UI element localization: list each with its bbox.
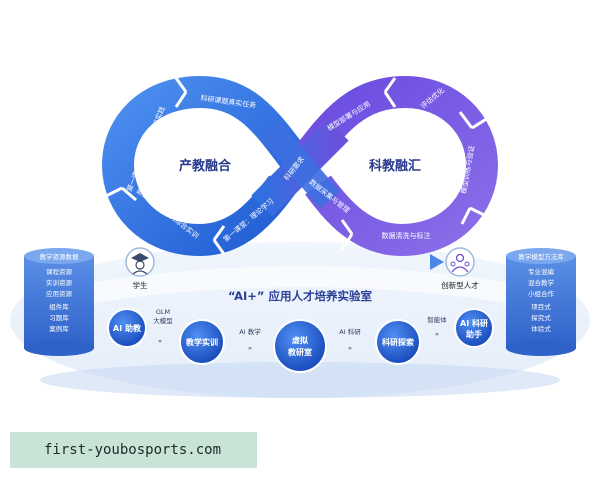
loop-right-lobe — [292, 75, 499, 257]
connector-glm: GLM — [156, 308, 170, 316]
node-virtual-lab: 虚拟 教研室 — [273, 319, 327, 373]
lab-title: “AI+” 应用人才培养实验室 — [228, 289, 372, 303]
left-db-item: 组件库 — [49, 302, 69, 311]
loop-left-lobe — [101, 75, 308, 257]
right-db-item: 专业混编 — [528, 267, 555, 276]
student-label: 学生 — [133, 280, 148, 290]
node-ai-research-label: 助手 — [466, 329, 482, 339]
loop-right-title: 科教融汇 — [369, 158, 421, 174]
student-to-talent-arrow — [155, 254, 444, 270]
node-ai-assist: AI 助教 — [107, 308, 147, 348]
loop-label-right-bottom: 数据清洗与标注 — [382, 231, 431, 240]
chevron-right-icon: » — [435, 330, 439, 338]
node-research: 科研探索 — [375, 319, 421, 365]
node-practice-label: 教学实训 — [185, 337, 218, 347]
connector-ai-research: AI 科研 — [339, 327, 361, 336]
connector-ai-teaching: AI 教学 — [239, 327, 261, 336]
right-db-item: 项目式 — [531, 302, 551, 311]
connector-glm: 大模型 — [153, 316, 173, 325]
node-ai-research-assistant: AI 科研 助手 — [454, 308, 494, 348]
loop-cross — [251, 119, 349, 217]
node-practice: 教学实训 — [179, 319, 225, 365]
left-db-header: 教学资源数据 — [40, 252, 80, 261]
left-db-item: 实训资源 — [46, 278, 73, 287]
left-db-item: 应用资源 — [46, 289, 73, 298]
node-ai-assist-label: AI 助教 — [113, 323, 142, 333]
left-db-item: 案例库 — [49, 324, 69, 333]
left-db-item: 习题库 — [49, 313, 69, 322]
node-research-label: 科研探索 — [382, 337, 414, 347]
loop-left-title: 产教融合 — [179, 158, 232, 174]
chevron-right-icon: » — [158, 337, 162, 345]
student-icon — [125, 247, 155, 277]
right-db-header: 教学模型方法库 — [518, 252, 564, 261]
talent-icon — [445, 247, 475, 277]
chevron-right-icon: » — [248, 344, 252, 352]
left-db-item: 课程资源 — [46, 267, 73, 276]
watermark: first-youbosports.com — [10, 432, 257, 468]
node-ai-research-label: AI 科研 — [460, 318, 488, 328]
right-database: 教学模型方法库 专业混编 混合教学 小组合作 项目式 探究式 体验式 — [506, 248, 576, 356]
node-virtual-lab-label: 教研室 — [287, 347, 312, 357]
right-db-item: 探究式 — [531, 313, 551, 322]
chevron-right-icon: » — [348, 344, 352, 352]
right-db-item: 小组合作 — [528, 289, 555, 298]
talent-label: 创新型人才 — [441, 280, 479, 290]
right-db-item: 体验式 — [531, 324, 551, 333]
node-virtual-lab-label: 虚拟 — [292, 335, 308, 345]
right-db-item: 混合教学 — [528, 278, 555, 287]
left-database: 教学资源数据 课程资源 实训资源 应用资源 组件库 习题库 案例库 — [24, 248, 94, 356]
connector-agent: 智能体 — [427, 315, 447, 324]
